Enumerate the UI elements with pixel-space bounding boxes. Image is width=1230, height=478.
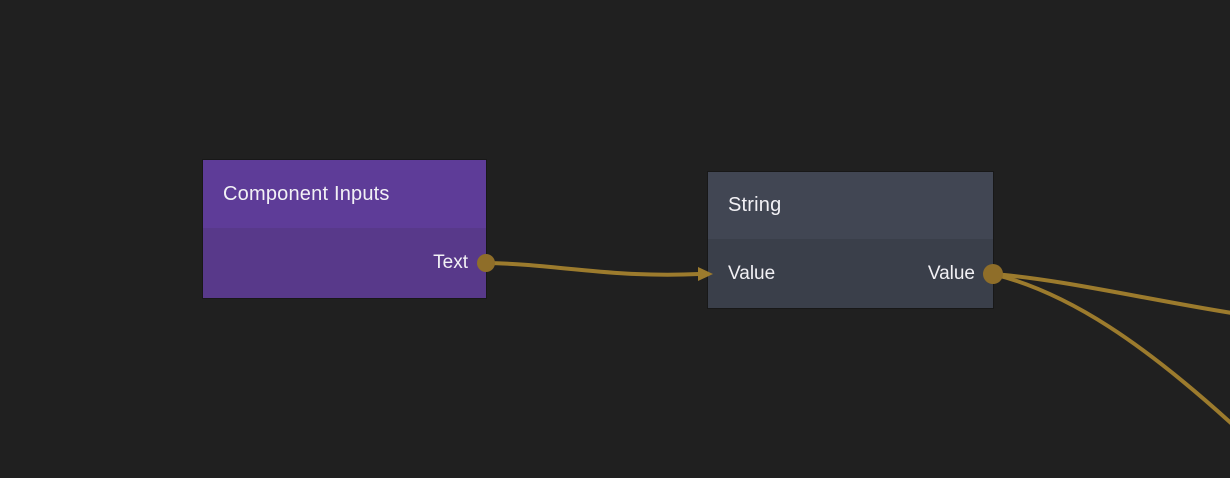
- node-string-body: Value Value: [708, 239, 993, 308]
- node-component-inputs[interactable]: Component Inputs Text: [203, 160, 486, 298]
- output-port-label-value: Value: [927, 262, 975, 284]
- node-component-inputs-body: Text: [203, 228, 486, 298]
- wire-value-offscreen-upper[interactable]: [992, 272, 1230, 315]
- node-component-inputs-title: Component Inputs: [223, 182, 390, 205]
- wire-value-offscreen-lower[interactable]: [992, 272, 1230, 425]
- input-port-label-value: Value: [728, 262, 776, 284]
- output-port-row-text: Text: [203, 252, 486, 274]
- node-string[interactable]: String Value Value: [708, 172, 993, 308]
- output-port-label-text: Text: [433, 252, 468, 273]
- node-string-title: String: [728, 194, 782, 216]
- node-string-header[interactable]: String: [708, 172, 993, 239]
- wire-text-to-value[interactable]: [485, 261, 700, 277]
- node-component-inputs-header[interactable]: Component Inputs: [203, 160, 486, 228]
- string-port-row-value: Value Value: [708, 263, 993, 285]
